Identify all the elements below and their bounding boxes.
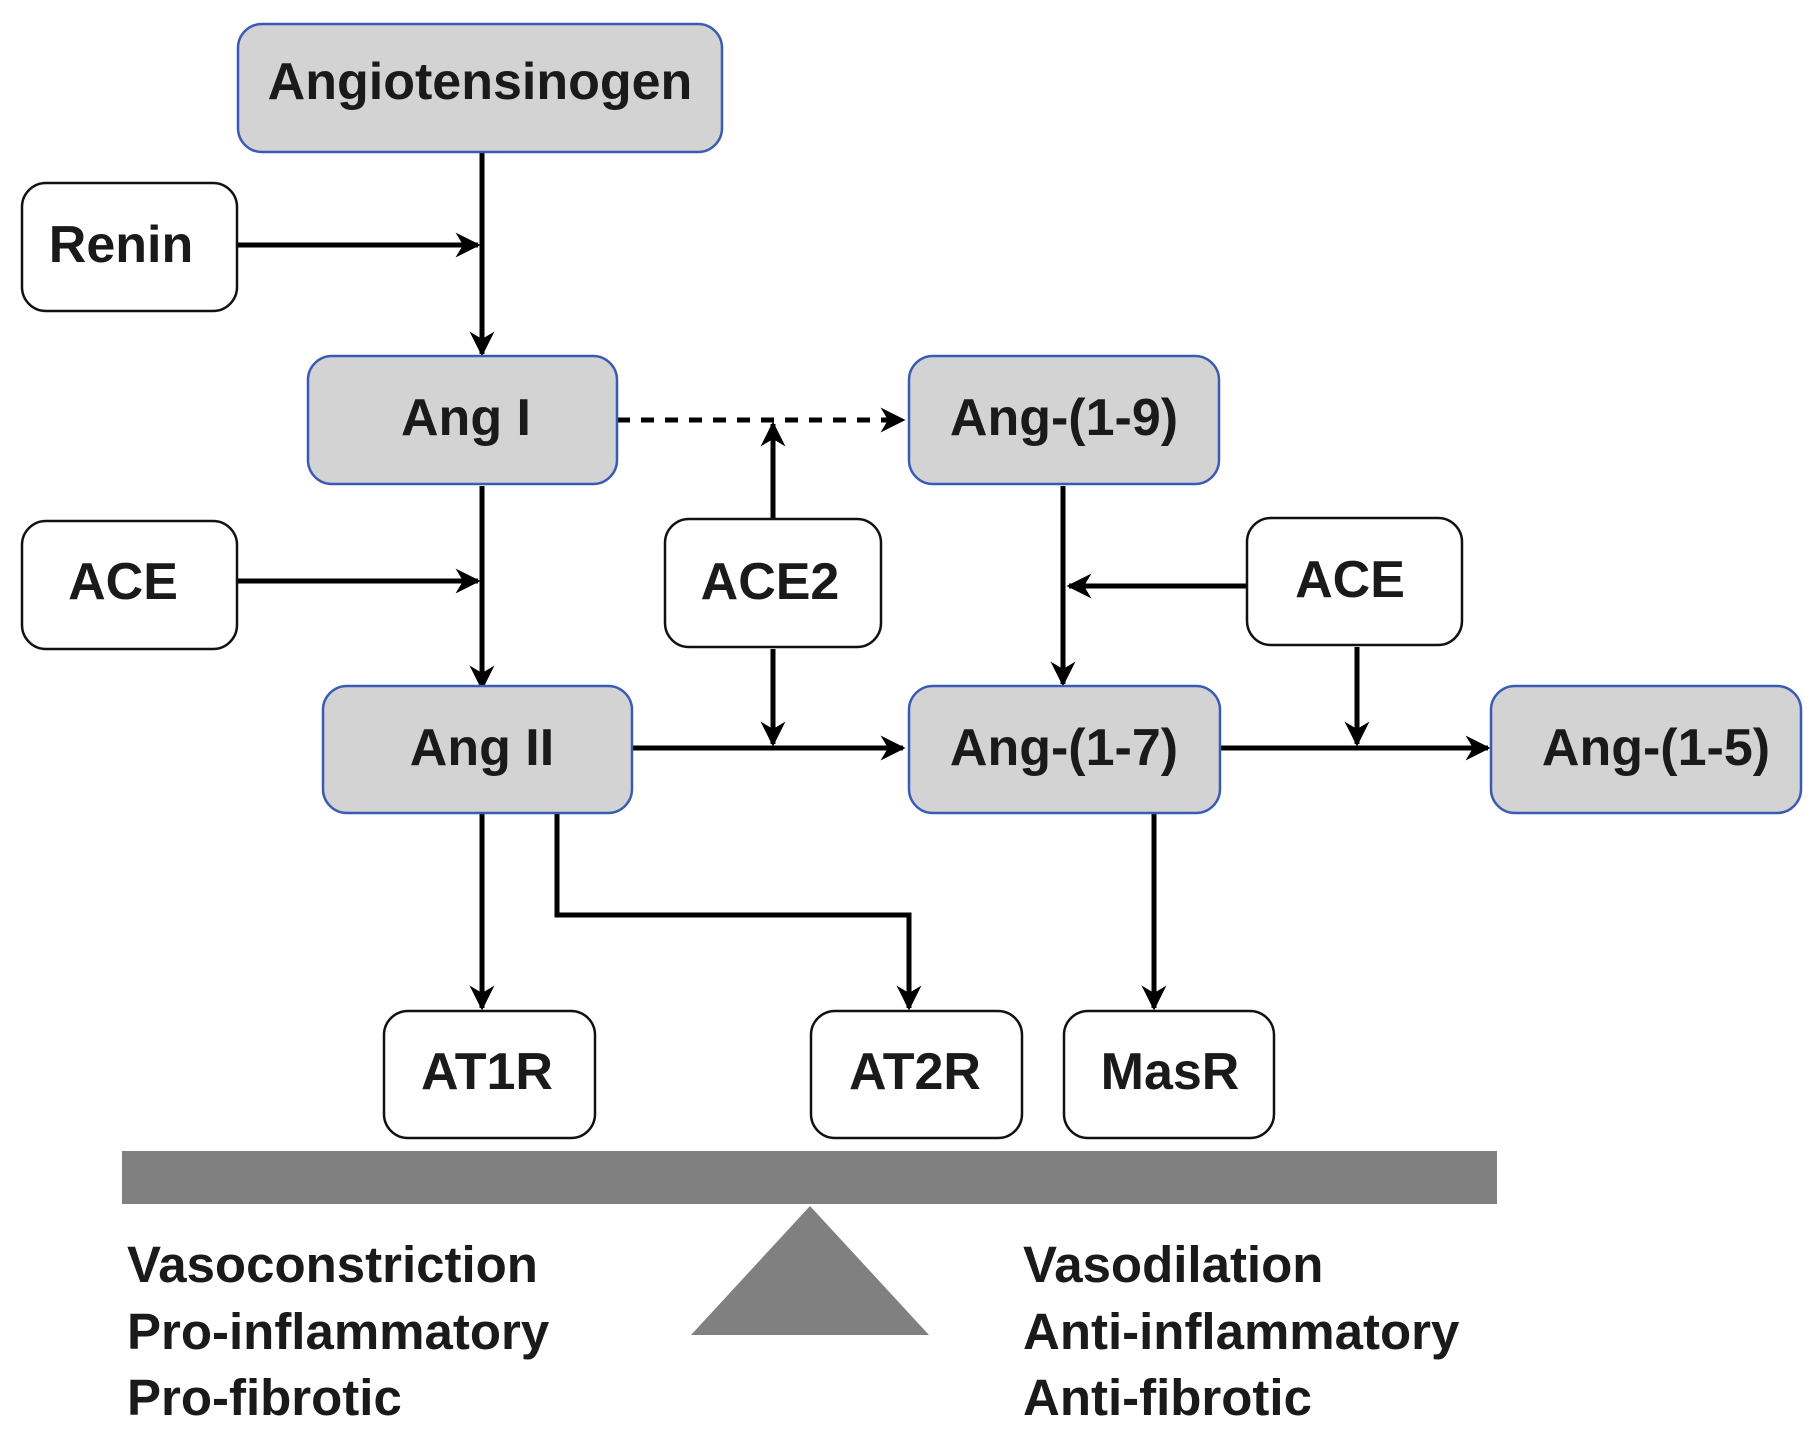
node-ang17: Ang-(1-7) [907, 684, 1222, 815]
node-at1r-label: AT1R [421, 1043, 553, 1101]
node-ace2-label: ACE2 [701, 553, 840, 611]
node-ang1-label: Ang I [401, 389, 531, 447]
effect-right-3: Anti-fibrotic [1023, 1369, 1312, 1426]
node-renin-label: Renin [49, 216, 193, 274]
node-ace-left: ACE [20, 519, 239, 651]
node-ace2: ACE2 [663, 517, 883, 649]
node-renin: Renin [20, 181, 239, 313]
node-at1r: AT1R [382, 1009, 597, 1140]
effect-left-2: Pro-inflammatory [127, 1303, 550, 1360]
node-ace-right-label: ACE [1295, 551, 1405, 609]
effect-left-1: Vasoconstriction [127, 1236, 538, 1293]
effect-left-3: Pro-fibrotic [127, 1369, 402, 1426]
node-ang17-label: Ang-(1-7) [950, 719, 1178, 777]
node-masr: MasR [1062, 1009, 1276, 1140]
node-masr-label: MasR [1101, 1043, 1240, 1101]
node-angiotensinogen-label: Angiotensinogen [268, 53, 693, 111]
node-at2r: AT2R [809, 1009, 1024, 1140]
node-ang19-label: Ang-(1-9) [950, 389, 1178, 447]
balance-beam [122, 1151, 1497, 1204]
node-ang15-label: Ang-(1-5) [1542, 719, 1770, 777]
edge-ang2-to-at2r [554, 813, 922, 1011]
node-ace-left-label: ACE [68, 553, 178, 611]
balance-fulcrum [691, 1206, 929, 1335]
node-angiotensinogen: Angiotensinogen [236, 22, 724, 154]
effects-right: Vasodilation Anti-inflammatory Anti-fibr… [1023, 1236, 1460, 1426]
effect-right-1: Vasodilation [1023, 1236, 1323, 1293]
node-at2r-label: AT2R [849, 1043, 981, 1101]
node-ang2-label: Ang II [410, 719, 554, 777]
effects-left: Vasoconstriction Pro-inflammatory Pro-fi… [127, 1236, 550, 1426]
node-ace-right: ACE [1245, 516, 1464, 647]
node-ang1: Ang I [306, 354, 619, 486]
effect-right-2: Anti-inflammatory [1023, 1303, 1460, 1360]
node-ang15: Ang-(1-5) [1489, 684, 1803, 815]
node-ang2: Ang II [321, 684, 634, 815]
node-ang19: Ang-(1-9) [907, 354, 1221, 486]
